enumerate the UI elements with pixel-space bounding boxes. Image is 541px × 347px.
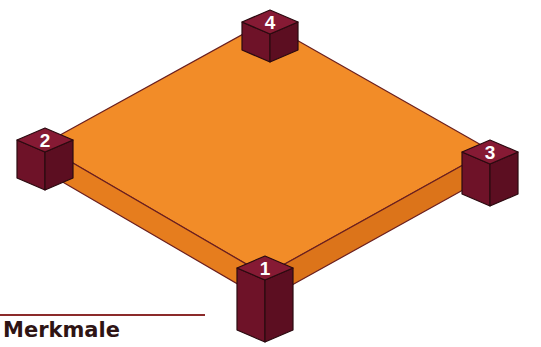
- slab-right-side: [265, 150, 490, 300]
- callout-number: 1: [260, 259, 271, 278]
- slab-top: [42, 22, 490, 275]
- post-2: [17, 128, 73, 190]
- heading: Merkmale: [3, 319, 120, 342]
- post-1: [237, 256, 293, 342]
- post-3: [462, 140, 518, 206]
- callout-number: 2: [40, 131, 51, 150]
- heading-rule: [0, 314, 205, 316]
- slab-left-side: [42, 145, 265, 300]
- post-4: [242, 10, 298, 62]
- callout-number: 3: [485, 143, 496, 162]
- callout-number: 4: [265, 13, 276, 32]
